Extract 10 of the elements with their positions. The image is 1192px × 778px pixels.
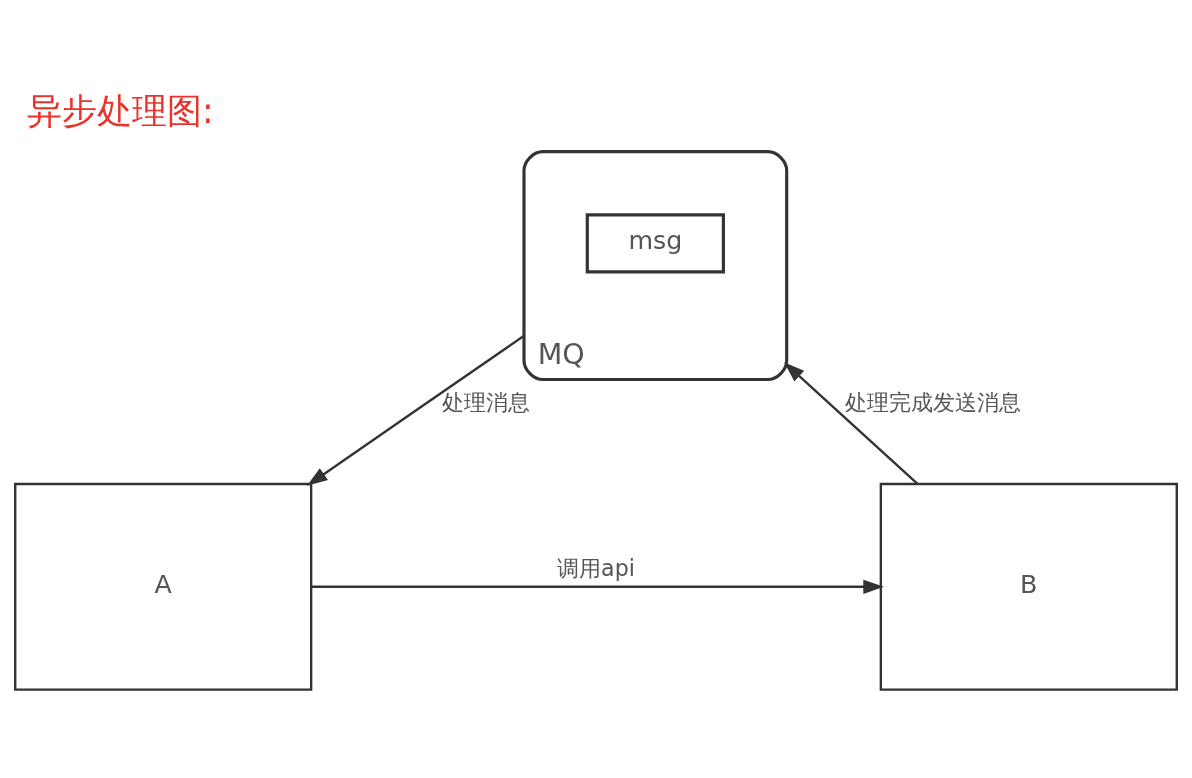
arrow	[311, 579, 884, 595]
arrow	[306, 334, 525, 486]
arrow	[784, 362, 919, 485]
edge-label: 处理消息	[442, 388, 531, 415]
node-box: msg	[585, 213, 725, 274]
edge-label: 处理完成发送消息	[845, 388, 1022, 415]
diagram-title: 异步处理图:	[27, 90, 214, 131]
node-box: A	[14, 482, 313, 691]
edge-label: 调用api	[557, 555, 635, 582]
node-box: B	[879, 482, 1178, 691]
